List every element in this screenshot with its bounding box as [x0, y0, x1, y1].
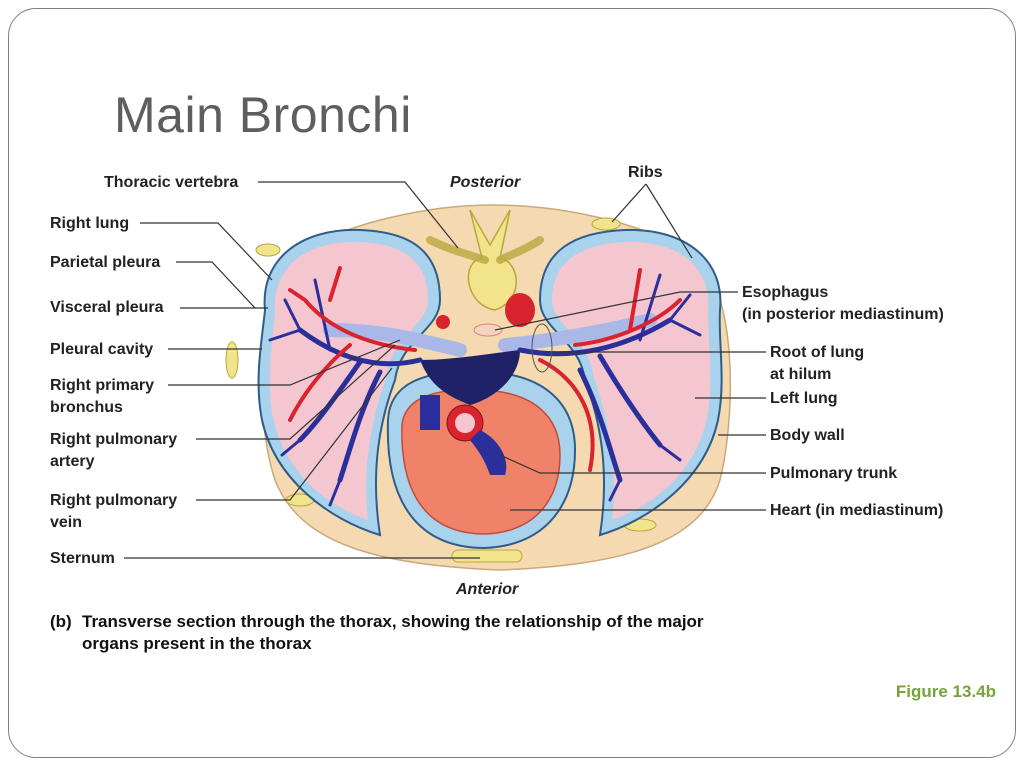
- label-body-wall: Body wall: [770, 427, 845, 444]
- leader-esophagus: [494, 291, 738, 331]
- label-pulmonary-trunk: Pulmonary trunk: [770, 465, 897, 482]
- leader-right-primary-bronchus: [168, 339, 401, 386]
- label-ribs: Ribs: [628, 164, 663, 181]
- label-artery: artery: [50, 453, 95, 470]
- label-at-hilum: at hilum: [770, 366, 831, 383]
- label-sternum: Sternum: [50, 550, 115, 567]
- leader-right-pulmonary-vein: [196, 367, 393, 501]
- label-parietal-pleura: Parietal pleura: [50, 254, 160, 271]
- descending-aorta: [505, 293, 535, 327]
- leader-parietal-pleura: [176, 261, 256, 309]
- bronchus-left: [498, 313, 657, 352]
- label-anterior: Anterior: [455, 581, 519, 598]
- rib: [255, 243, 281, 257]
- left-lung: [552, 241, 711, 520]
- label-posterior: Posterior: [450, 174, 521, 191]
- rib: [225, 341, 239, 379]
- aorta-lumen: [455, 413, 475, 433]
- rib: [591, 217, 621, 231]
- caption-line-2: organs present in the thorax: [82, 634, 312, 653]
- leader-right-lung: [140, 222, 273, 281]
- label-posterior-mediastinum: (in posterior mediastinum): [742, 306, 944, 323]
- caption-prefix: (b): [50, 612, 72, 631]
- root-of-lung-ring: [531, 323, 553, 373]
- pulmonary-veins-center: [420, 350, 520, 405]
- figure-reference: Figure 13.4b: [895, 682, 996, 701]
- label-pleural-cavity: Pleural cavity: [50, 341, 153, 358]
- label-visceral-pleura: Visceral pleura: [50, 299, 164, 316]
- label-thoracic-vertebra: Thoracic vertebra: [104, 174, 238, 191]
- leader-ribs: [611, 183, 693, 259]
- azygos: [436, 315, 450, 329]
- esophagus: [473, 323, 503, 337]
- label-esophagus: Esophagus: [742, 284, 828, 301]
- superior-vena-cava: [420, 395, 440, 430]
- caption-line-1: Transverse section through the thorax, s…: [82, 612, 704, 631]
- label-vein: vein: [50, 514, 82, 531]
- sternum: [451, 549, 523, 563]
- leader-pulmonary-trunk: [499, 454, 766, 474]
- label-root-of-lung: Root of lung: [770, 344, 864, 361]
- left-vessel-tree: [517, 268, 702, 502]
- pulmonary-trunk: [470, 430, 507, 475]
- label-right-pulmonary-artery: Right pulmonary: [50, 431, 177, 448]
- label-bronchus: bronchus: [50, 399, 123, 416]
- label-right-lung: Right lung: [50, 215, 129, 232]
- leader-thoracic-vertebra: [258, 181, 459, 249]
- slide-title: Main Bronchi: [114, 87, 412, 143]
- leader-right-pulmonary-artery: [196, 344, 396, 440]
- label-right-pulmonary-vein: Right pulmonary: [50, 492, 177, 509]
- label-heart: Heart (in mediastinum): [770, 502, 943, 519]
- label-right-primary: Right primary: [50, 377, 154, 394]
- vertebra-process: [426, 236, 544, 264]
- right-vessel-tree: [268, 266, 423, 507]
- label-left-lung: Left lung: [770, 390, 838, 407]
